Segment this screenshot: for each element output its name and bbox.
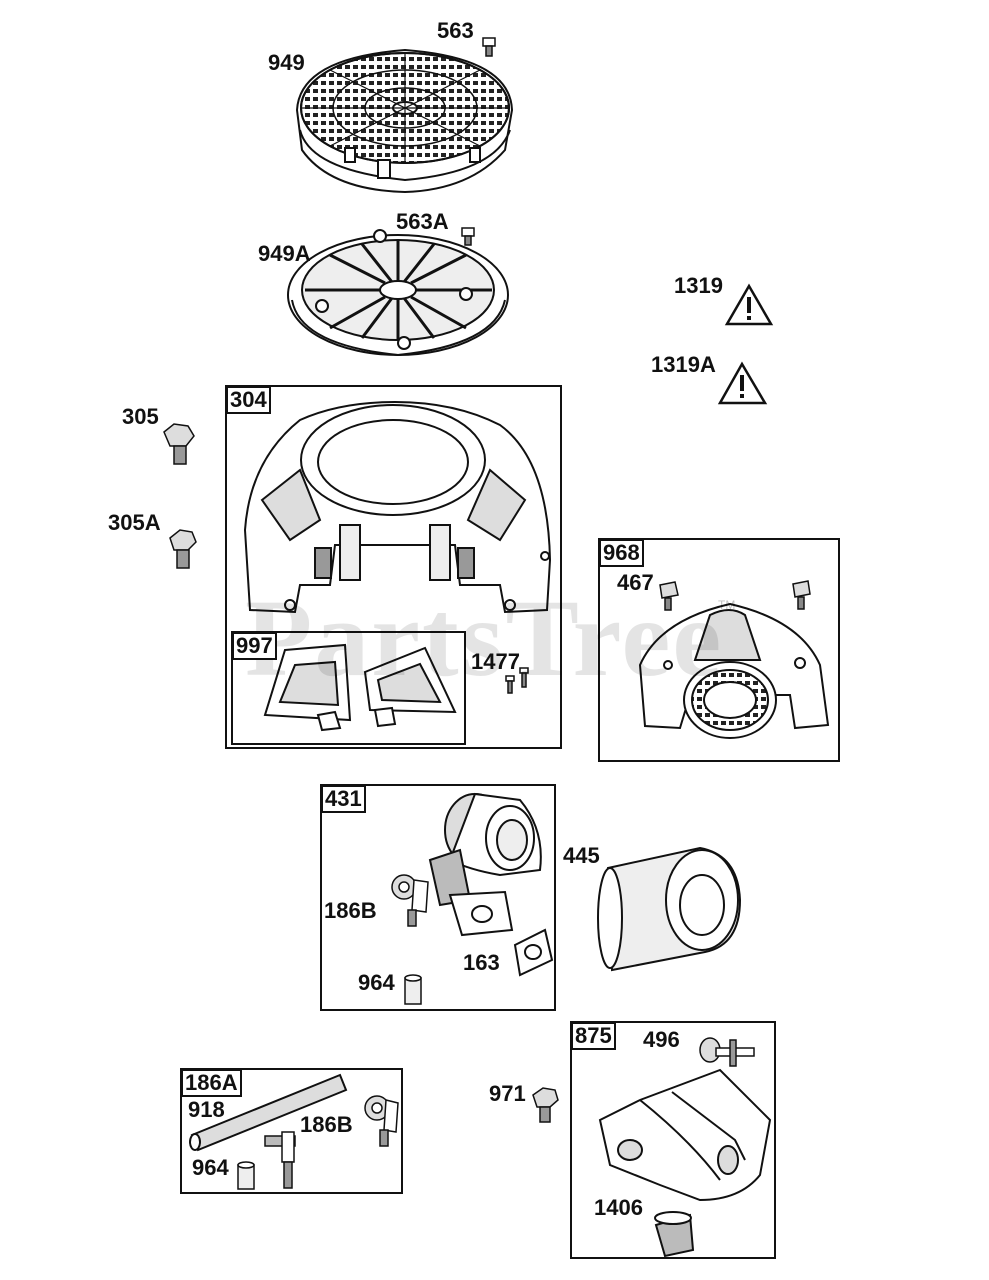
watermark-trademark: TM bbox=[718, 598, 736, 612]
part-431-air-cleaner-base[interactable] bbox=[428, 792, 542, 937]
kit-label-968: 968 bbox=[599, 539, 644, 567]
part-971-bolt[interactable] bbox=[532, 1087, 559, 1123]
part-186B-fitting[interactable] bbox=[364, 1095, 399, 1147]
part-445-air-filter[interactable] bbox=[597, 846, 742, 972]
callout-563: 563 bbox=[437, 18, 474, 43]
callout-563A: 563A bbox=[396, 209, 449, 234]
part-968-air-cleaner-cover[interactable] bbox=[638, 602, 830, 739]
part-tee-fitting[interactable] bbox=[264, 1131, 296, 1189]
callout-445: 445 bbox=[563, 843, 600, 868]
callout-305A: 305A bbox=[108, 510, 161, 535]
kit-label-186A: 186A bbox=[181, 1069, 242, 1097]
callout-1406: 1406 bbox=[594, 1195, 643, 1220]
callout-1477: 1477 bbox=[471, 649, 520, 674]
callout-964: 964 bbox=[192, 1155, 229, 1180]
warning-triangle-icon bbox=[717, 361, 768, 405]
callout-964: 964 bbox=[358, 970, 395, 995]
part-949-rotating-screen[interactable] bbox=[295, 48, 514, 194]
part-186B-elbow[interactable] bbox=[391, 874, 429, 927]
kit-186A-box bbox=[180, 1068, 403, 1194]
part-1406-grommet[interactable] bbox=[654, 1211, 695, 1258]
part-964-sleeve[interactable] bbox=[404, 974, 422, 1005]
part-305A-bolt[interactable] bbox=[169, 529, 197, 569]
callout-949: 949 bbox=[268, 50, 305, 75]
part-918-hose[interactable] bbox=[189, 1073, 348, 1152]
kit-875-box bbox=[570, 1021, 776, 1259]
part-875-duct[interactable] bbox=[598, 1068, 772, 1202]
part-496-valve[interactable] bbox=[699, 1037, 755, 1067]
kit-968-box bbox=[598, 538, 840, 762]
part-949A-fan-screen[interactable] bbox=[287, 229, 509, 357]
part-467-knob[interactable] bbox=[659, 580, 811, 611]
kit-label-431: 431 bbox=[321, 785, 366, 813]
part-997-baffle[interactable] bbox=[263, 643, 457, 732]
part-305-bolt[interactable] bbox=[163, 423, 195, 465]
kit-label-997: 997 bbox=[232, 632, 277, 660]
kit-304-box bbox=[225, 385, 562, 749]
watermark: PartsTree bbox=[245, 577, 724, 699]
callout-949A: 949A bbox=[258, 241, 311, 266]
callout-971: 971 bbox=[489, 1081, 526, 1106]
callout-918: 918 bbox=[188, 1097, 225, 1122]
kit-label-875: 875 bbox=[571, 1022, 616, 1050]
callout-467: 467 bbox=[617, 570, 654, 595]
callout-1319A: 1319A bbox=[651, 352, 716, 377]
part-563A-bolt[interactable] bbox=[461, 227, 475, 246]
callout-305: 305 bbox=[122, 404, 159, 429]
kit-431-box bbox=[320, 784, 556, 1011]
kit-label-304: 304 bbox=[226, 386, 271, 414]
kit-997-box bbox=[231, 631, 466, 745]
callout-186B: 186B bbox=[324, 898, 377, 923]
callout-163: 163 bbox=[463, 950, 500, 975]
part-163-gasket[interactable] bbox=[513, 928, 554, 977]
callout-496: 496 bbox=[643, 1027, 680, 1052]
callout-1319: 1319 bbox=[674, 273, 723, 298]
part-304-blower-housing[interactable] bbox=[243, 400, 552, 614]
warning-triangle-icon bbox=[724, 283, 774, 326]
part-1477-screw[interactable] bbox=[505, 667, 529, 694]
part-563-bolt[interactable] bbox=[482, 37, 496, 57]
part-964-sleeve[interactable] bbox=[237, 1161, 255, 1190]
callout-186B: 186B bbox=[300, 1112, 353, 1137]
